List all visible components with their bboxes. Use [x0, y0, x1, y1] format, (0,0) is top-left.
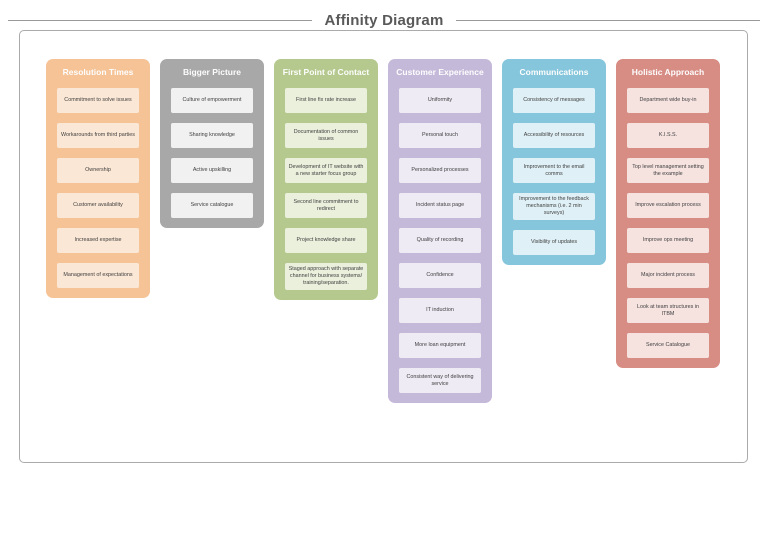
card[interactable]: Sharing knowledge — [171, 123, 253, 148]
card[interactable]: Active upskilling — [171, 158, 253, 183]
column-header-communications: Communications — [519, 67, 589, 77]
column-header-bigger-picture: Bigger Picture — [182, 67, 242, 77]
card[interactable]: Improvement to the feedback mechanisms (… — [513, 193, 595, 220]
card[interactable]: Culture of empowerment — [171, 88, 253, 113]
card[interactable]: Increased expertise — [57, 228, 139, 253]
card[interactable]: Ownership — [57, 158, 139, 183]
card[interactable]: Documentation of common issues — [285, 123, 367, 148]
card[interactable]: First line fix rate increase — [285, 88, 367, 113]
card[interactable]: Uniformity — [399, 88, 481, 113]
card[interactable]: Major incident process — [627, 263, 709, 288]
card[interactable]: IT induction — [399, 298, 481, 323]
card[interactable]: Project knowledge share — [285, 228, 367, 253]
card[interactable]: Customer availability — [57, 193, 139, 218]
column-header-holistic-approach: Holistic Approach — [631, 67, 705, 77]
card[interactable]: Workarounds from third parties — [57, 123, 139, 148]
column-header-resolution-times: Resolution Times — [62, 67, 134, 77]
card[interactable]: Management of expectations — [57, 263, 139, 288]
card[interactable]: Commitment to solve issues — [57, 88, 139, 113]
card[interactable]: Personal touch — [399, 123, 481, 148]
card[interactable]: Second line commitment to redirect — [285, 193, 367, 218]
card[interactable]: Service catalogue — [171, 193, 253, 218]
card[interactable]: K.I.S.S. — [627, 123, 709, 148]
card[interactable]: Top level management setting the example — [627, 158, 709, 183]
card[interactable]: Improve escalation process — [627, 193, 709, 218]
card[interactable]: Personalized processes — [399, 158, 481, 183]
column-header-first-point-of-contact: First Point of Contact — [282, 67, 370, 77]
card[interactable]: Department wide buy-in — [627, 88, 709, 113]
column-header-customer-experience: Customer Experience — [396, 67, 484, 77]
card[interactable]: Development of IT website with a new sta… — [285, 158, 367, 183]
card[interactable]: Look at team structures in ITBM — [627, 298, 709, 323]
card[interactable]: Incident status page — [399, 193, 481, 218]
card[interactable]: Improve ops meeting — [627, 228, 709, 253]
card[interactable]: Consistency of messages — [513, 88, 595, 113]
card[interactable]: Consistent way of delivering service — [399, 368, 481, 393]
card[interactable]: More loan equipment — [399, 333, 481, 358]
card[interactable]: Accessibility of resources — [513, 123, 595, 148]
card[interactable]: Service Catalogue — [627, 333, 709, 358]
title-rule-left — [8, 19, 313, 21]
card[interactable]: Staged approach with separate channel fo… — [285, 263, 367, 290]
diagram-title: Affinity Diagram — [324, 11, 444, 29]
diagram-title-row: Affinity Diagram — [8, 11, 760, 29]
card[interactable]: Improvement to the email comms — [513, 158, 595, 183]
card[interactable]: Confidence — [399, 263, 481, 288]
card[interactable]: Visibility of updates — [513, 230, 595, 255]
title-rule-right — [455, 19, 760, 21]
card[interactable]: Quality of recording — [399, 228, 481, 253]
